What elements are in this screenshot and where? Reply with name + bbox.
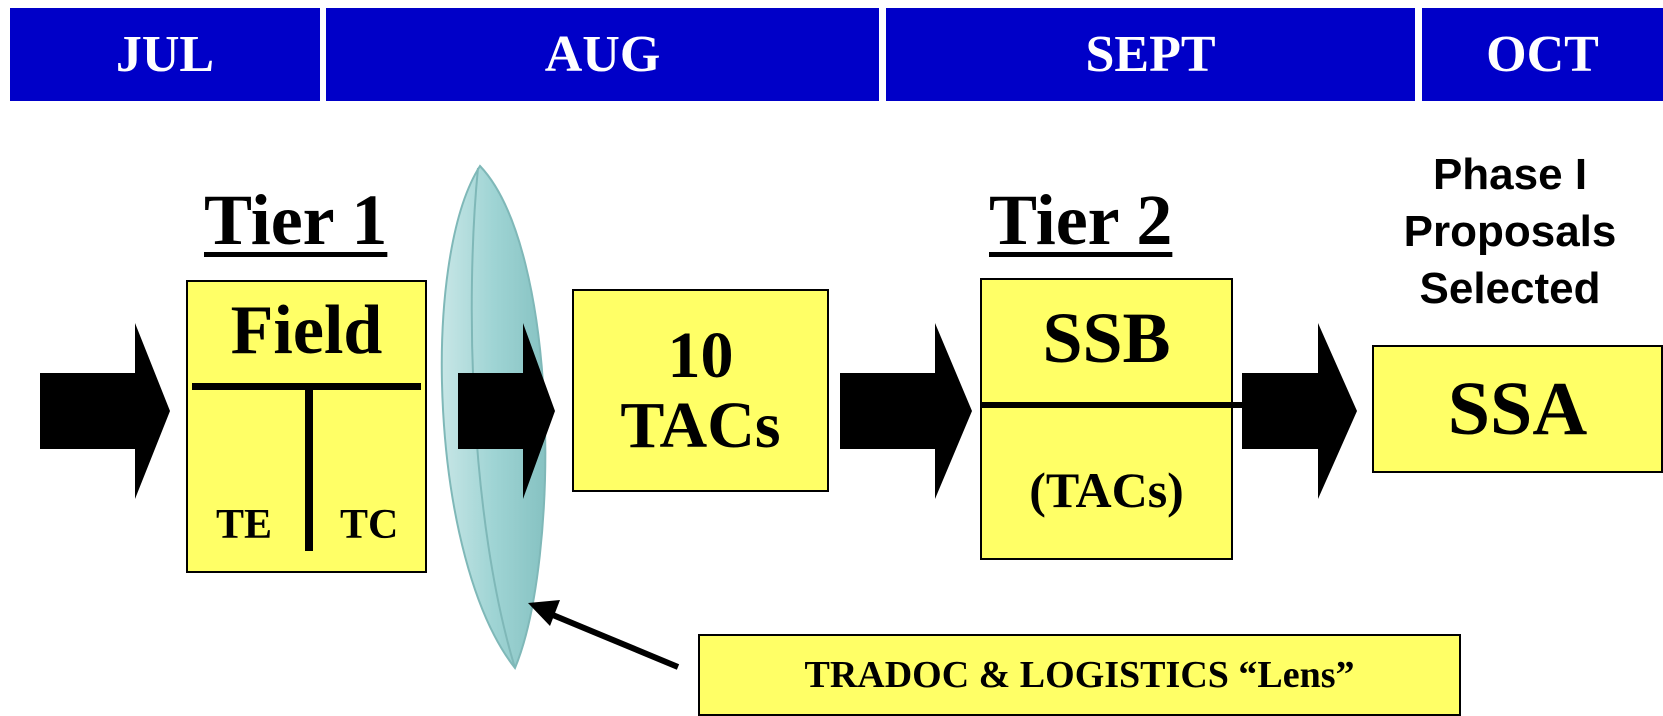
month-jul: JUL	[10, 8, 320, 101]
phase-line-2: Proposals	[1403, 207, 1617, 257]
field-right-label: TC	[340, 502, 399, 548]
field-divider-vertical	[305, 383, 313, 551]
ssb-subtitle: (TACs)	[1029, 462, 1184, 518]
tacs-count: 10	[667, 319, 734, 393]
phase-caption: Phase I Proposals Selected	[1370, 146, 1650, 318]
tier1-heading: Tier 1	[204, 180, 388, 260]
pointer-arrow-icon	[528, 600, 680, 670]
field-title: Field	[230, 292, 383, 369]
ssb-title: SSB	[1042, 298, 1171, 378]
tier2-heading: Tier 2	[989, 180, 1173, 260]
arrow-right-icon	[1242, 323, 1357, 499]
field-left-label: TE	[216, 502, 273, 548]
lens-label: TRADOC & LOGISTICS “Lens”	[698, 634, 1461, 716]
phase-line-3: Selected	[1419, 264, 1601, 314]
tacs-box: 10 TACs	[572, 289, 829, 492]
field-box: Field TE TC	[186, 280, 427, 573]
arrow-right-icon	[840, 323, 972, 499]
tacs-label: TACs	[620, 388, 781, 462]
month-aug: AUG	[326, 8, 879, 101]
ssb-divider	[980, 402, 1246, 408]
month-sept: SEPT	[886, 8, 1415, 101]
arrow-right-icon	[458, 323, 555, 499]
arrow-right-icon	[40, 323, 170, 499]
ssa-box: SSA	[1372, 345, 1663, 473]
month-oct: OCT	[1422, 8, 1663, 101]
ssb-box: SSB (TACs)	[980, 278, 1233, 560]
phase-line-1: Phase I	[1432, 150, 1588, 199]
